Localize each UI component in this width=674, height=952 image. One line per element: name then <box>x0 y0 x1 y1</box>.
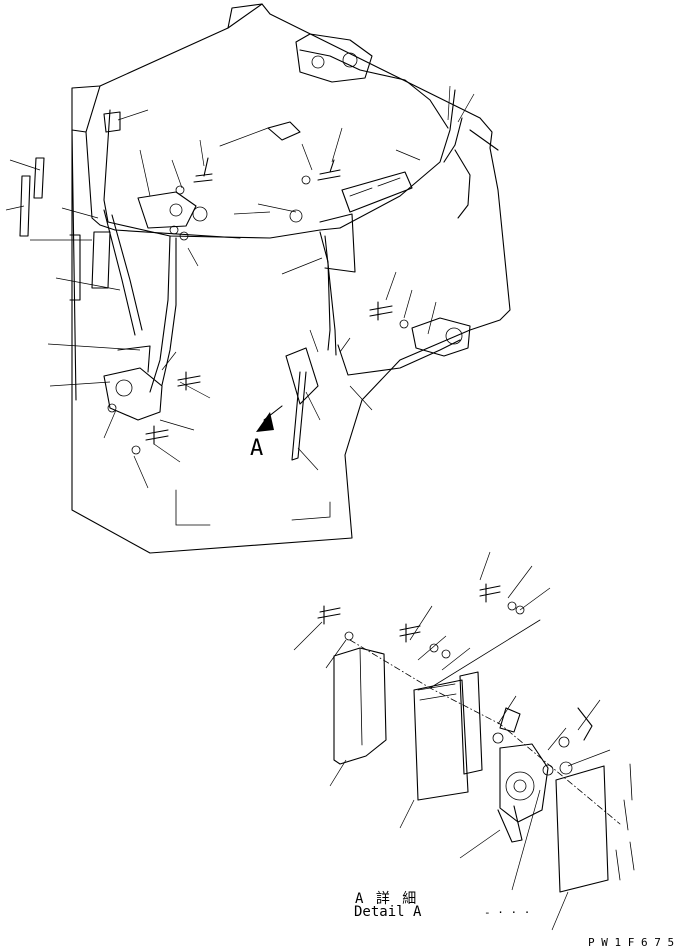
cab-outline <box>71 3 511 554</box>
view-a-label: A <box>250 436 264 461</box>
detail-a-title-jp: A 詳 細 <box>355 891 419 907</box>
detail-a-leader-lines <box>293 551 611 931</box>
main-view-leader-lines <box>5 85 475 489</box>
drawing-code: P W 1 F 6 7 5 <box>588 936 674 949</box>
detail-a-dash: - · · · <box>484 906 531 919</box>
detail-a-title-en: Detail A <box>354 904 422 920</box>
main-view-components <box>19 33 471 461</box>
view-a-arrow <box>256 405 283 432</box>
detail-a-parts <box>317 583 635 893</box>
